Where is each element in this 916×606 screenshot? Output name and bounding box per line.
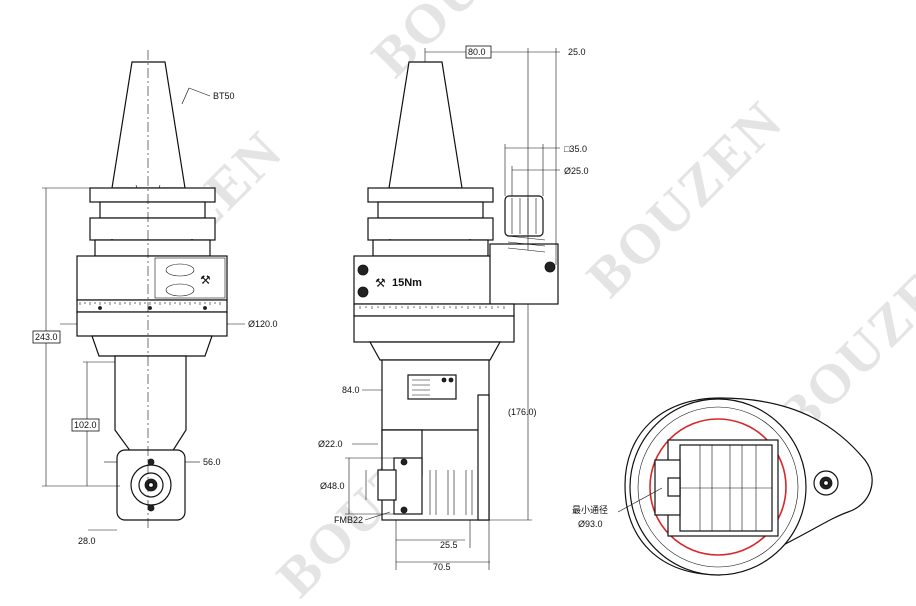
- dim-min-bore: Ø93.0: [578, 519, 603, 529]
- dim-square: □35.0: [564, 144, 587, 154]
- label-min-bore: 最小通径: [572, 504, 608, 516]
- label-thread: FMB22: [334, 515, 363, 525]
- min-bore-circle: [649, 418, 787, 556]
- dim-bottom-offset: 28.0: [78, 536, 96, 546]
- right-view: 最小通径 Ø93.0: [572, 397, 873, 576]
- dim-total-height: 243.0: [35, 332, 58, 342]
- svg-text:⚒: ⚒: [200, 273, 211, 287]
- dim-head-width: 56.0: [203, 457, 221, 467]
- label-taper: BT50: [213, 91, 235, 101]
- svg-text:⚒: ⚒: [375, 276, 386, 290]
- dim-shank-diameter: Ø25.0: [564, 166, 589, 176]
- arm: [114, 355, 187, 453]
- watermark: BOUZEN: [360, 0, 580, 89]
- dim-offset-top: 25.0: [568, 47, 586, 57]
- dim-height-bracket: (176.0): [508, 407, 537, 417]
- taper-cone: [111, 61, 186, 189]
- housing: [353, 255, 515, 305]
- left-view: ⚒ 243.0 102.0 BT50 Ø120.0: [32, 50, 278, 546]
- dim-hole-large: Ø48.0: [320, 481, 345, 491]
- dim-width-top: 80.0: [468, 47, 486, 57]
- housing: [76, 255, 228, 301]
- dim-width-bottom-a: 25.5: [440, 540, 458, 550]
- middle-view: ⚒ 15Nm 80.0 25.0 □35.0: [318, 45, 589, 572]
- label-torque: 15Nm: [392, 277, 422, 289]
- watermark: BOUZEN: [575, 90, 795, 310]
- scale-ring: [76, 299, 228, 313]
- dim-left-offset: 84.0: [342, 385, 360, 395]
- flange: [89, 187, 216, 203]
- nameplate: [407, 374, 457, 400]
- dim-arm-height: 102.0: [74, 420, 97, 430]
- square-shank: [504, 195, 544, 237]
- dim-width-bottom-b: 70.5: [433, 562, 451, 572]
- dim-hole-small: Ø22.0: [318, 439, 343, 449]
- dim-body-diameter: Ø120.0: [248, 319, 278, 329]
